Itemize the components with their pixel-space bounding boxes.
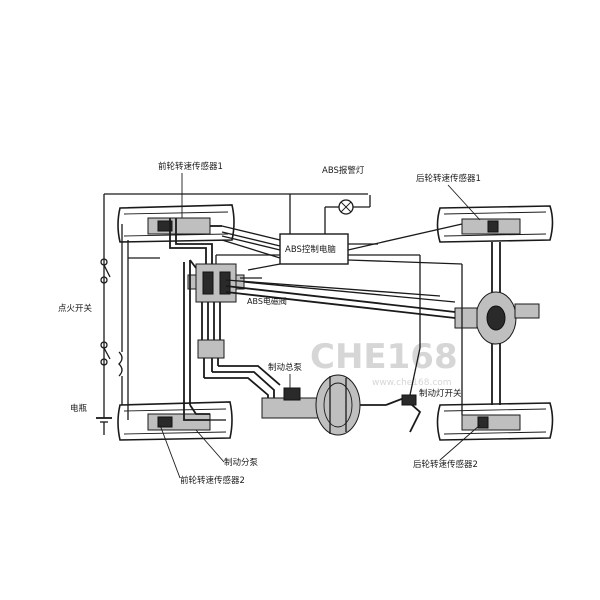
- label-front-speed-sensor-2: 前轮转速传感器2: [180, 475, 245, 486]
- abs-control-unit-label: ABS控制电脑: [285, 244, 336, 255]
- rear-lower-wheel: [436, 402, 554, 441]
- label-wheel-cylinder: 制动分泵: [224, 457, 259, 468]
- label-battery: 电瓶: [70, 403, 88, 414]
- label-rear-speed-sensor-1: 后轮转速传感器1: [416, 173, 481, 184]
- master-cylinder-assembly: [261, 347, 422, 436]
- label-ignition-switch: 点火开关: [58, 303, 93, 314]
- watermark-logo: CHE168: [310, 337, 458, 377]
- label-abs-warning-light: ABS报警灯: [322, 165, 365, 176]
- front-lower-wheel: [117, 401, 233, 441]
- power-circuit: [96, 193, 368, 435]
- label-front-speed-sensor-1: 前轮转速传感器1: [158, 161, 223, 172]
- rear-upper-wheel: [436, 205, 554, 243]
- label-brake-light-switch: 制动灯开关: [419, 388, 462, 399]
- rear-axle: [454, 242, 540, 405]
- label-rear-speed-sensor-2: 后轮转速传感器2: [413, 459, 478, 470]
- abs-warning-lamp: [324, 195, 371, 234]
- sensor-wiring: [210, 223, 463, 421]
- labels: 前轮转速传感器1 ABS报警灯 后轮转速传感器1 ABS电磁阀 点火开关 制动总…: [58, 161, 481, 486]
- abs-control-unit: ABS控制电脑: [279, 233, 349, 265]
- label-master-cylinder: 制动总泵: [268, 362, 303, 373]
- watermark-url: www.che168.com: [372, 378, 452, 388]
- abs-solenoid-valve: [187, 254, 280, 303]
- watermark: CHE168 www.che168.com: [310, 337, 458, 388]
- label-abs-solenoid-valve: ABS电磁阀: [247, 296, 287, 306]
